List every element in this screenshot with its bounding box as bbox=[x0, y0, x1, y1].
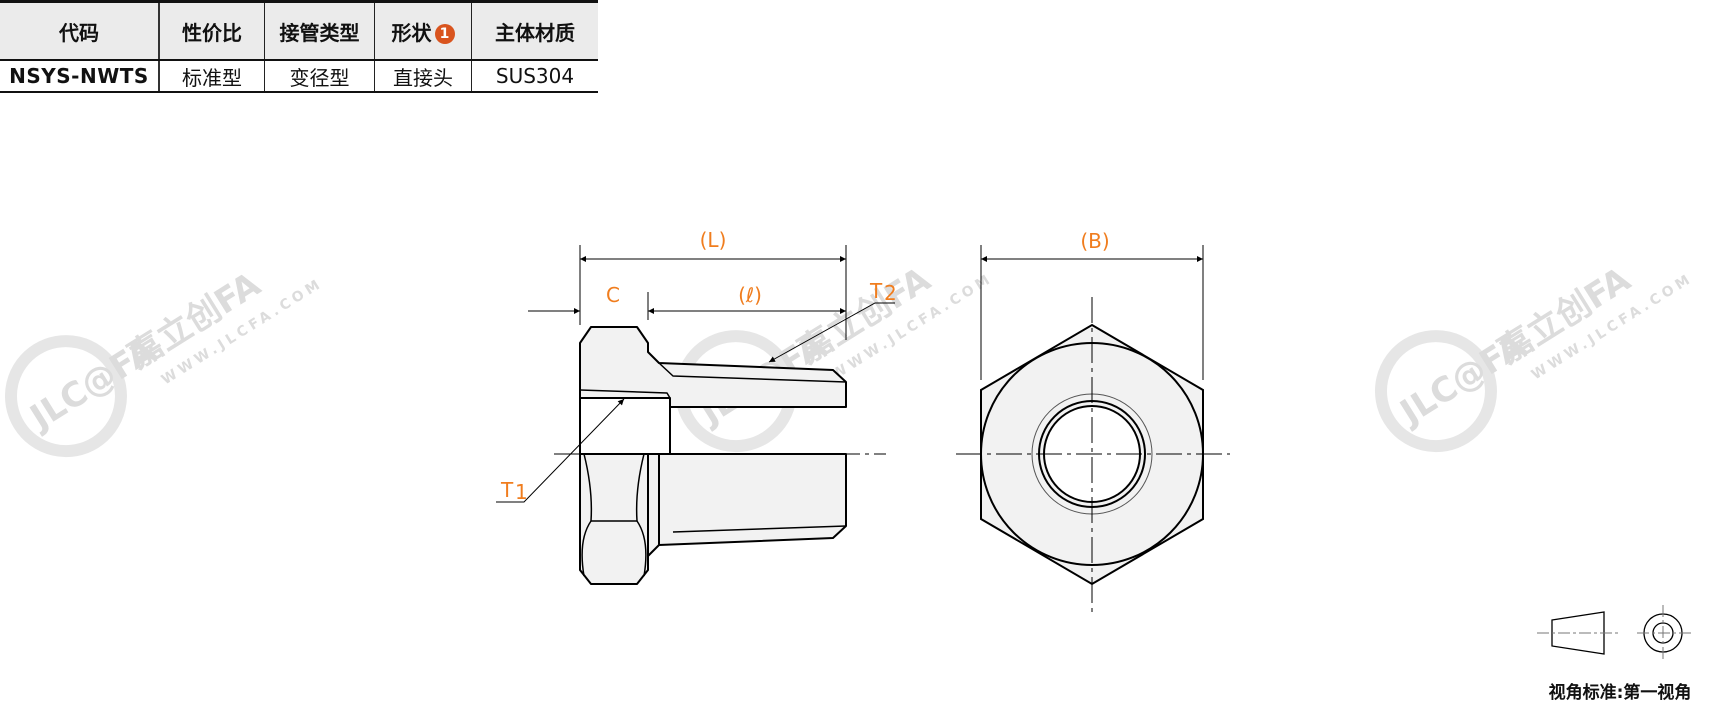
watermark-left: JLC@FA 嘉立创FA WWW.JLCFA.COM bbox=[4, 264, 326, 458]
watermark-right: JLC@FA 嘉立创FA WWW.JLCFA.COM bbox=[1374, 259, 1696, 453]
shape-badge: 1 bbox=[434, 23, 455, 44]
header-shape-label: 形状 bbox=[391, 20, 432, 45]
view-standard-label: 视角标准:第一视角 bbox=[1548, 683, 1692, 703]
header-connection: 接管类型 bbox=[264, 0, 375, 61]
thread-2-label: T 2 bbox=[869, 279, 897, 305]
dim-L-label: (L) bbox=[700, 228, 727, 252]
header-value: 性价比 bbox=[158, 0, 265, 61]
cell-shape: 直接头 bbox=[374, 60, 472, 93]
svg-text:1: 1 bbox=[515, 480, 528, 504]
svg-text:T: T bbox=[500, 478, 514, 502]
front-dimensions bbox=[980, 245, 1204, 380]
header-code: 代码 bbox=[0, 0, 160, 61]
first-angle-projection-icon bbox=[1537, 605, 1691, 661]
cell-value: 标准型 bbox=[158, 60, 265, 93]
table-row: NSYS-NWTS 标准型 变径型 直接头 SUS304 bbox=[0, 60, 598, 93]
header-material: 主体材质 bbox=[471, 0, 598, 61]
dim-l-label: (ℓ) bbox=[738, 283, 762, 307]
svg-text:T: T bbox=[869, 279, 883, 303]
side-dimensions bbox=[496, 245, 895, 503]
side-view bbox=[579, 326, 847, 585]
dim-C-label: C bbox=[606, 283, 620, 307]
cell-connection: 变径型 bbox=[264, 60, 375, 93]
thread-1-label: T 1 bbox=[500, 478, 528, 504]
dim-B-label: (B) bbox=[1080, 229, 1109, 253]
cell-code: NSYS-NWTS bbox=[0, 60, 160, 93]
svg-text:2: 2 bbox=[884, 281, 897, 305]
cell-material: SUS304 bbox=[471, 60, 598, 93]
front-view bbox=[956, 297, 1230, 613]
